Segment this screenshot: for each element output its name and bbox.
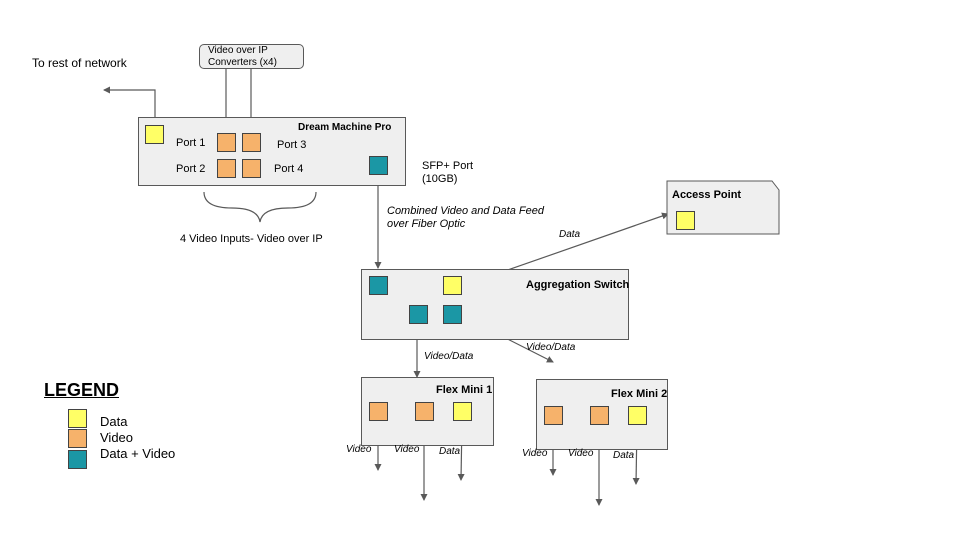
- legend-datavideo-label: Data + Video: [100, 446, 176, 461]
- legend-video-label: Video: [100, 430, 134, 445]
- uplink-line: [103, 86, 156, 125]
- fm2-video-port-b: [590, 406, 609, 425]
- dm-sfp-port: [369, 156, 388, 175]
- fm2-data-port: [628, 406, 647, 425]
- legend: LEGEND Data Video Data + Video: [44, 380, 224, 480]
- legend-data-swatch: [68, 409, 87, 428]
- dm-data-port: [145, 125, 164, 144]
- ap-data-port: [676, 211, 695, 230]
- fm2-video-label-a: Video: [522, 448, 548, 459]
- port1-label: Port 1: [176, 137, 206, 149]
- sfp-label: SFP+ Port (10GB): [422, 160, 474, 185]
- fm1-video-label-b: Video: [394, 444, 420, 455]
- brace: [203, 191, 317, 223]
- fm2-data-label: Data: [613, 450, 635, 461]
- aggregation-switch: [361, 269, 629, 340]
- video-data-label-2: Video/Data: [526, 342, 576, 353]
- dream-machine-pro: [138, 117, 406, 186]
- legend-title: LEGEND: [44, 380, 120, 400]
- agg-port-flex1: [409, 305, 428, 324]
- combined-feed-label: Combined Video and Data Feed over Fiber …: [387, 205, 544, 230]
- legend-data-label: Data: [100, 414, 128, 429]
- legend-datavideo-swatch: [68, 450, 87, 469]
- dm-port-2: [217, 159, 236, 178]
- agg-data-port: [443, 276, 462, 295]
- legend-video-swatch: [68, 429, 87, 448]
- port2-label: Port 2: [176, 163, 206, 175]
- fm1-video-port-b: [415, 402, 434, 421]
- agg-port-flex2: [443, 305, 462, 324]
- access-point-box: [666, 180, 780, 235]
- dream-machine-title: Dream Machine Pro: [298, 122, 392, 133]
- converters-box: [199, 44, 304, 69]
- fm2-video-port-a: [544, 406, 563, 425]
- flex-mini-2-title: Flex Mini 2: [611, 388, 668, 400]
- dm-port-1: [217, 133, 236, 152]
- video-inputs-label: 4 Video Inputs- Video over IP: [180, 233, 323, 245]
- fm1-data-port: [453, 402, 472, 421]
- converters-label: Video over IP Converters (x4): [208, 45, 277, 68]
- access-point-title: Access Point: [672, 189, 742, 201]
- rest-of-network-label: To rest of network: [32, 56, 127, 70]
- port3-label: Port 3: [277, 139, 307, 151]
- agg-sfp-port: [369, 276, 388, 295]
- dm-port-3: [242, 133, 261, 152]
- aggregation-switch-title: Aggregation Switch: [526, 279, 630, 291]
- port4-label: Port 4: [274, 163, 304, 175]
- dm-port-4: [242, 159, 261, 178]
- fm1-video-port-a: [369, 402, 388, 421]
- fm2-video-label-b: Video: [568, 448, 594, 459]
- video-data-label-1: Video/Data: [424, 351, 474, 362]
- flex-mini-1-title: Flex Mini 1: [436, 384, 493, 396]
- fm1-data-label: Data: [439, 446, 461, 457]
- data-link-label: Data: [559, 229, 581, 240]
- fm1-video-label-a: Video: [346, 444, 372, 455]
